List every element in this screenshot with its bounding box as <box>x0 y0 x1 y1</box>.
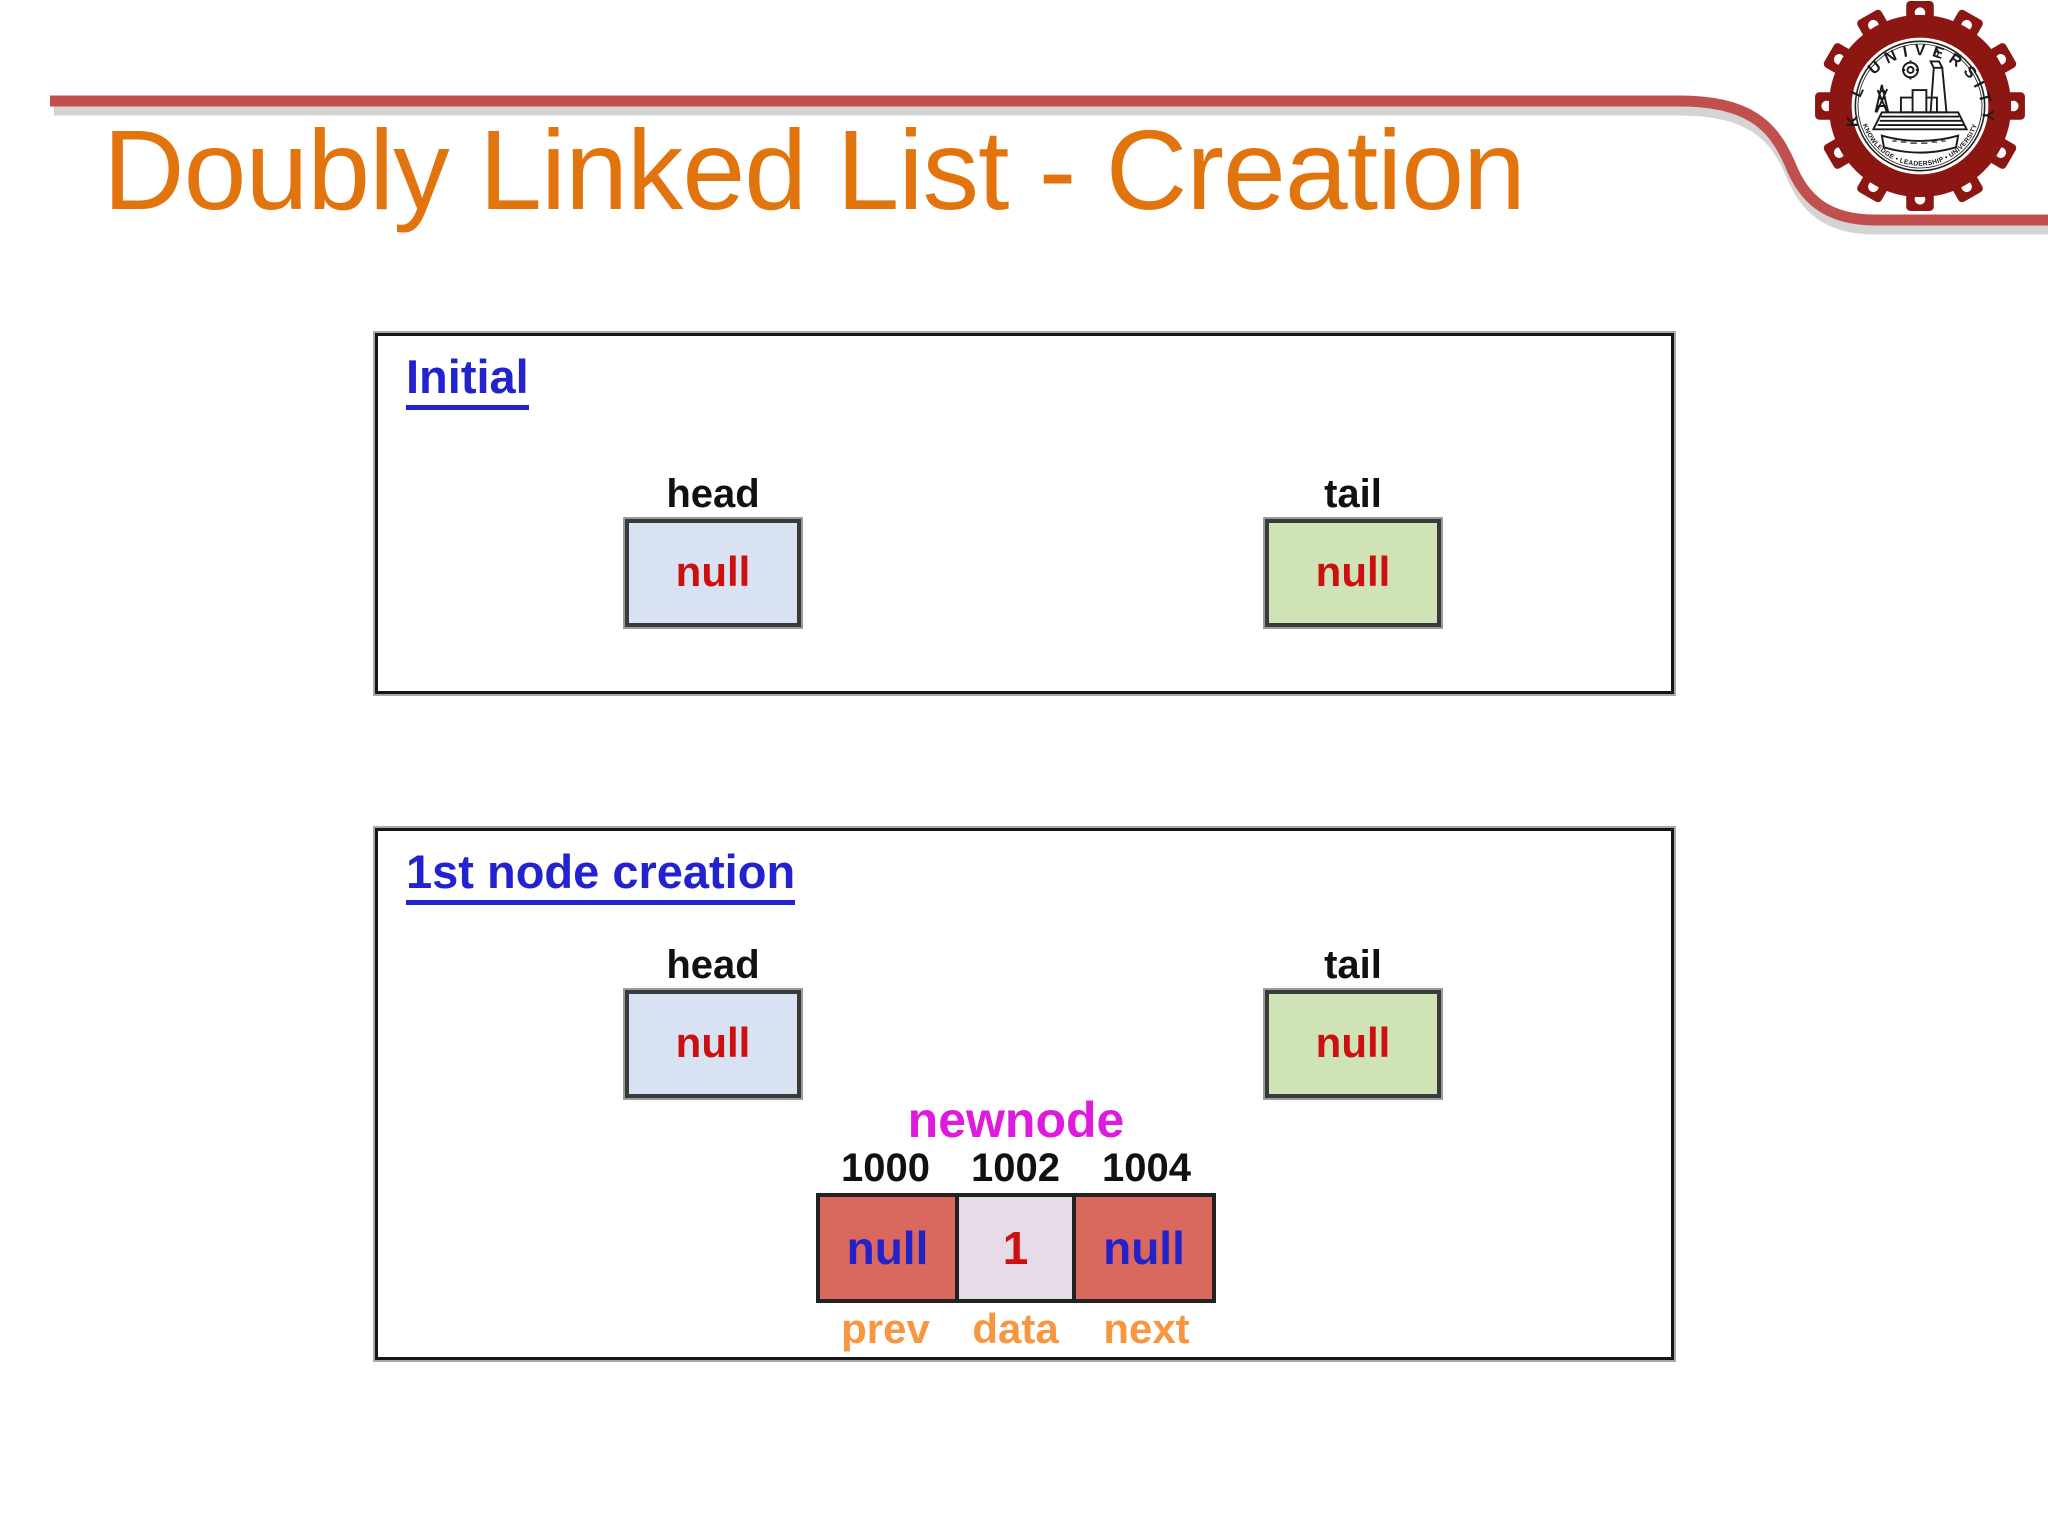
logo-ring-thin <box>1857 43 1983 169</box>
logo-ring-outer <box>1848 34 1992 178</box>
address-1000: 1000 <box>841 1146 930 1190</box>
panel-first-node-creation: 1st node creation head null tail null ne… <box>373 826 1676 1362</box>
head-pointer-label: head <box>666 472 760 516</box>
newnode-label: newnode <box>907 1092 1125 1148</box>
newnode-next-cell: null <box>1076 1197 1212 1299</box>
data-field-label: data <box>972 1305 1059 1352</box>
newnode-data-cell: 1 <box>955 1197 1076 1299</box>
logo-ring-inner <box>1854 40 1986 172</box>
tail-pointer-box: null <box>1263 988 1443 1100</box>
prev-field-label: prev <box>841 1305 930 1352</box>
tail-pointer-label: tail <box>1324 472 1382 516</box>
header-swoosh-line <box>50 95 2048 235</box>
kl-university-logo: K L UNIVERSITY KNOWLEDGE • LEADERSHIP • … <box>1815 1 2025 211</box>
head-pointer-group: head null <box>623 943 803 1100</box>
tail-pointer-group: tail null <box>1263 472 1443 629</box>
head-pointer-box: null <box>623 517 803 629</box>
address-1004: 1004 <box>1102 1146 1191 1190</box>
panel-first-node-heading: 1st node creation <box>406 847 796 906</box>
logo-factory-drawing <box>1871 48 1969 154</box>
panel-initial-heading: Initial <box>406 352 529 411</box>
logo-inner-face <box>1850 36 1990 176</box>
tail-pointer-group: tail null <box>1263 943 1443 1100</box>
panel-initial: Initial head null tail null <box>373 331 1676 696</box>
address-1002: 1002 <box>971 1146 1060 1190</box>
next-field-label: next <box>1103 1305 1190 1352</box>
slide-title: Doubly Linked List - Creation <box>103 107 1526 233</box>
newnode-prev-cell: null <box>820 1197 955 1299</box>
tail-pointer-label: tail <box>1324 943 1382 987</box>
tail-pointer-box: null <box>1263 517 1443 629</box>
head-pointer-group: head null <box>623 472 803 629</box>
swoosh-red-line <box>50 95 2048 226</box>
head-pointer-label: head <box>666 943 760 987</box>
head-pointer-box: null <box>623 988 803 1100</box>
newnode-box: null 1 null <box>816 1193 1216 1303</box>
